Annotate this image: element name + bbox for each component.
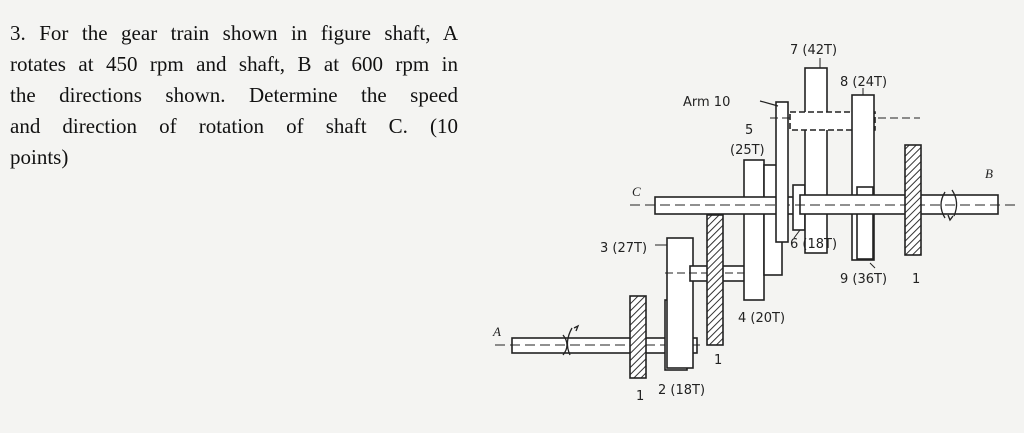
label-gear-7: 7 (42T) (790, 43, 837, 58)
label-shaft-a: A (492, 324, 501, 339)
label-gear-2: 2 (18T) (658, 383, 705, 398)
question-line: and direction of rotation of shaft C. (1… (10, 114, 458, 138)
label-frame-1-bottom: 1 (636, 389, 644, 404)
label-gear-8: 8 (24T) (840, 75, 887, 90)
label-gear-5-number: 5 (745, 123, 753, 138)
label-gear-5-teeth: (25T) (730, 143, 765, 158)
question-line: rotates at 450 rpm and shaft, B at 600 r… (10, 52, 458, 76)
label-gear-9: 9 (36T) (840, 272, 887, 287)
label-gear-4: 4 (20T) (738, 311, 785, 326)
arm-10 (775, 101, 789, 243)
label-gear-3: 3 (27T) (600, 241, 647, 256)
label-arm: Arm 10 (683, 95, 730, 110)
frame-bearing-middle (706, 214, 724, 346)
gear-3 (666, 237, 694, 369)
label-frame-1-mid: 1 (714, 353, 722, 368)
label-gear-6: 6 (18T) (790, 237, 837, 252)
question-line: points) (10, 145, 69, 169)
label-shaft-b: B (985, 166, 993, 181)
frame-bearing-right (904, 144, 922, 256)
gear-4 (743, 159, 765, 301)
shaft-a (495, 324, 700, 356)
frame-bearing-bottom (629, 295, 647, 379)
question-line: 3. For the gear train shown in figure sh… (10, 21, 458, 45)
question-text: 3. For the gear train shown in figure sh… (10, 18, 458, 173)
label-shaft-c: C (632, 184, 641, 199)
gear-7 (804, 67, 828, 254)
label-frame-1-right: 1 (912, 272, 920, 287)
question-line: the directions shown. Determine the spee… (10, 83, 458, 107)
